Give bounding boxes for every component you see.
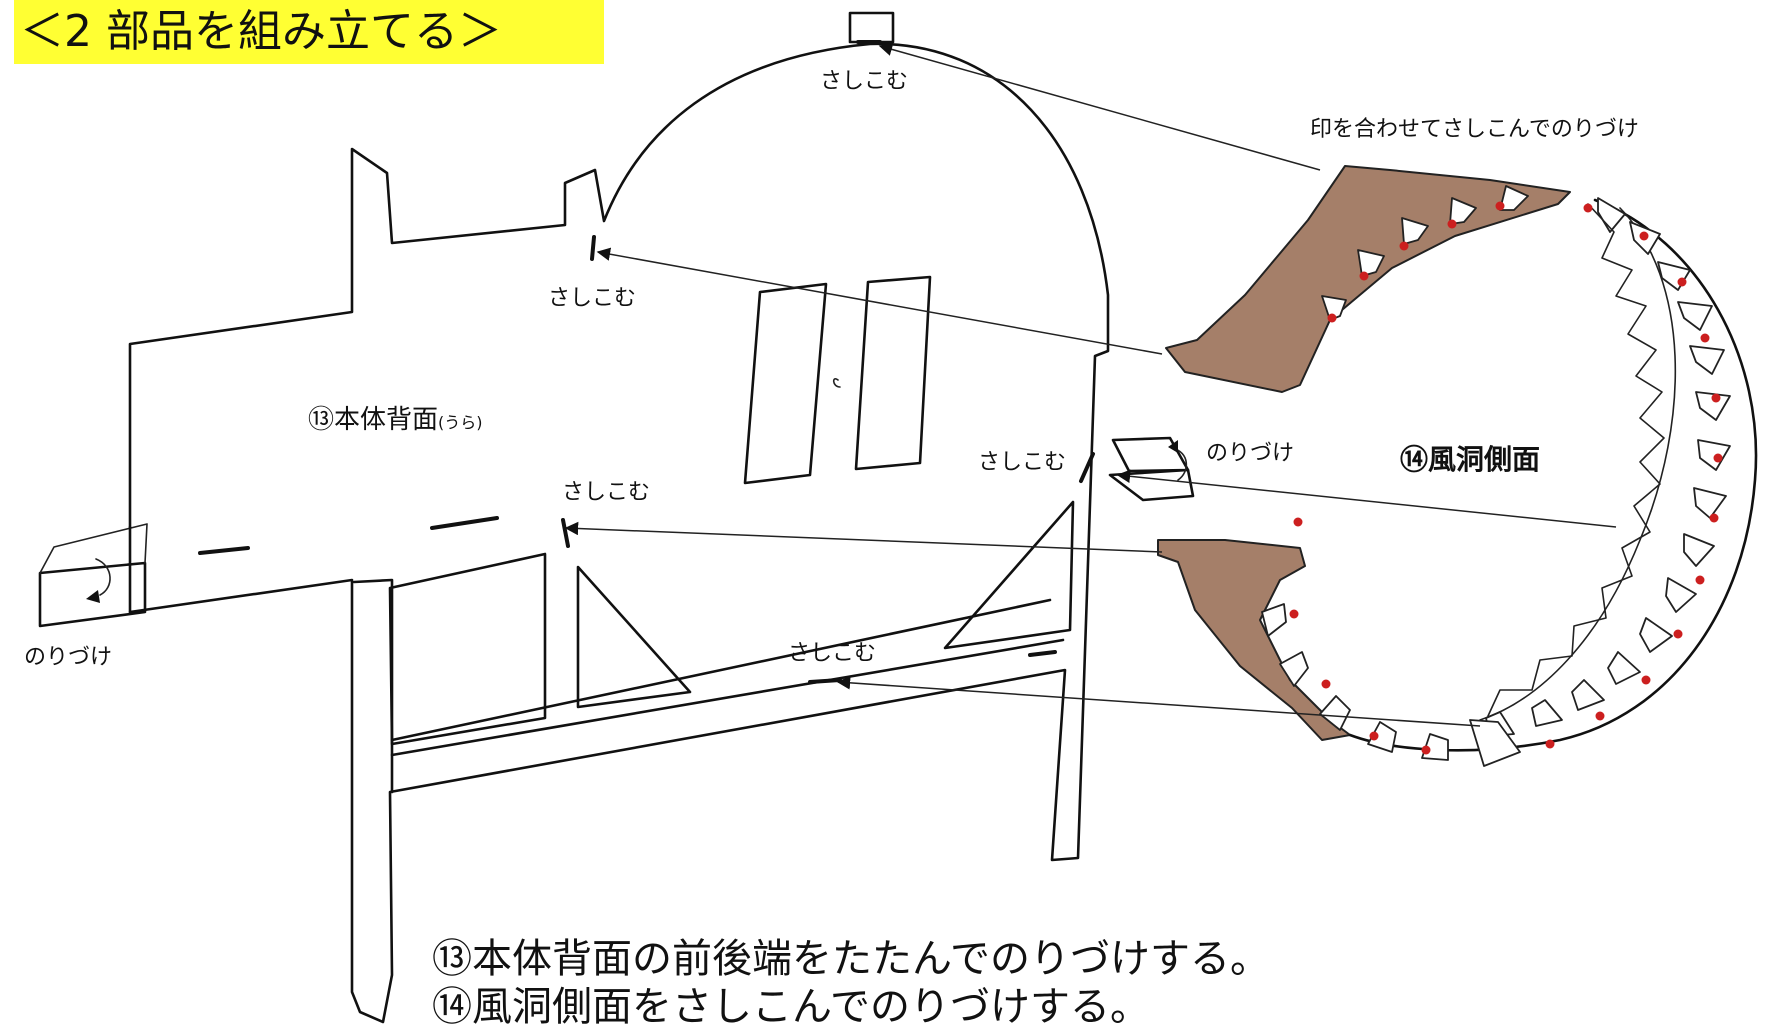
- fold-arrow-icon: [86, 590, 100, 603]
- label-glue-right: のりづけ: [1206, 441, 1294, 466]
- assembly-arrows: [564, 42, 1617, 727]
- title-banner: [14, 0, 604, 64]
- arrow-left-lower: [564, 521, 1163, 553]
- top-tab: [848, 11, 895, 44]
- upper-brown-strip: [1165, 165, 1571, 393]
- part-13-name: ⑬本体背面: [308, 405, 438, 435]
- label-glue-left: のりづけ: [24, 645, 112, 670]
- label-insert-bottom: さしこむ: [788, 641, 876, 666]
- lower-triangle-left: [576, 565, 692, 709]
- label-insert-top: さしこむ: [820, 69, 908, 94]
- slot-left-upper: [590, 235, 596, 261]
- part-14-label: ⑭風洞側面: [1400, 443, 1540, 476]
- ring-outer: [1348, 198, 1758, 752]
- arrow-left-upper: [596, 247, 1163, 355]
- alignment-dots: [1289, 201, 1723, 755]
- label-insert-left-upper: さしこむ: [548, 286, 636, 311]
- ring-teeth: [1261, 185, 1731, 767]
- fold-arrow-icon: [1168, 440, 1178, 453]
- label-align-marks: 印を合わせてさしこんでのりづけ: [1310, 117, 1639, 142]
- label-insert-left-lower: さしこむ: [562, 480, 650, 505]
- body-back-outline: [128, 42, 1110, 1024]
- arrow-bottom: [836, 676, 1481, 727]
- part-13-label: ⑬本体背面(うら): [308, 405, 483, 435]
- lower-panel: [388, 552, 547, 746]
- instruction-2: ⑭風洞側面をさしこんでのりづけする。: [432, 984, 1150, 1030]
- window-right: [854, 275, 932, 471]
- window-left: [743, 282, 828, 485]
- wind-tunnel-side-part: [1157, 165, 1758, 767]
- slot-left-lower: [561, 518, 570, 548]
- slot-right: [1079, 452, 1095, 483]
- body-back-part: [38, 11, 1195, 1024]
- ring-inner-zigzag: [1487, 203, 1665, 717]
- label-insert-right: さしこむ: [978, 450, 1066, 475]
- page-title: ＜2 部品を組み立てる＞: [20, 6, 502, 57]
- slot-bottom: [808, 678, 842, 684]
- arrow-top: [878, 42, 1321, 171]
- lower-triangle-right: [943, 500, 1075, 650]
- instruction-1: ⑬本体背面の前後端をたたんでのりづけする。: [432, 936, 1270, 982]
- arrow-right: [1116, 469, 1617, 528]
- part-13-note: (うら): [438, 413, 483, 432]
